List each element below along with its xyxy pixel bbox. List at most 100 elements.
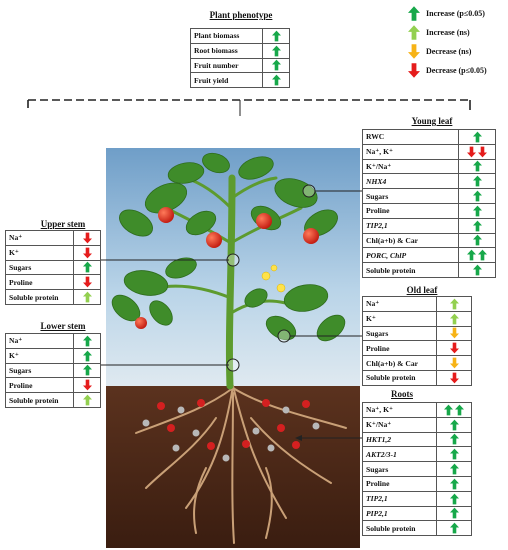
table-row: K⁺ — [5, 244, 101, 261]
arrow-up-icon — [449, 522, 459, 534]
arrow-up-icon — [449, 298, 459, 310]
table-row: Sugars — [362, 461, 472, 477]
arrow-down-icon — [478, 146, 487, 158]
row-arrows — [73, 289, 101, 305]
row-label: Soluble protein — [362, 520, 437, 537]
legend-label: Increase (ns) — [426, 28, 470, 37]
row-label: Proline — [5, 377, 74, 394]
lower-stem-title: Lower stem — [40, 321, 86, 331]
row-label: Proline — [5, 274, 74, 291]
table-row: Soluble protein — [362, 262, 496, 278]
legend: Increase (p≤0.05) Increase (ns) Decrease (… — [408, 4, 508, 80]
table-row: Fruit yield — [190, 72, 290, 89]
row-arrows — [436, 402, 472, 418]
row-label: Na⁺, K⁺ — [362, 143, 459, 160]
table-row: K⁺ — [362, 310, 472, 327]
row-label: Sugars — [362, 325, 437, 342]
arrow-down-icon — [449, 357, 459, 369]
row-arrows — [436, 520, 472, 537]
row-label: K⁺ — [5, 347, 74, 364]
table-row: Na⁺ — [362, 296, 472, 312]
arrow-up-icon — [82, 350, 92, 362]
arrow-up-icon — [472, 175, 482, 187]
arrow-up-icon — [472, 131, 482, 143]
row-arrows — [73, 259, 101, 276]
row-arrows — [73, 392, 101, 408]
table-row: NHX4 — [362, 173, 496, 190]
legend-item: Increase (ns) — [408, 23, 508, 42]
arrow-up-icon — [472, 264, 482, 276]
row-label: Proline — [362, 340, 437, 357]
table-row: Chl(a+b) & Car — [362, 232, 496, 249]
row-label: Soluble protein — [5, 289, 74, 305]
arrow-up-icon — [449, 434, 459, 445]
plant-phenotype-title: Plant phenotype — [209, 10, 273, 20]
table-row: Sugars — [5, 362, 101, 379]
arrow-up-icon — [408, 25, 420, 40]
arrow-up-icon — [444, 404, 453, 416]
arrow-up-icon — [472, 235, 482, 246]
row-arrows — [458, 232, 496, 249]
arrow-up-icon — [455, 404, 464, 416]
row-arrows — [458, 202, 496, 219]
table-row: PIP2,1 — [362, 505, 472, 522]
table-row: AKT2/3-1 — [362, 446, 472, 463]
upper-stem-title: Upper stem — [40, 219, 86, 229]
arrow-down-icon — [408, 63, 420, 78]
row-arrows — [262, 57, 290, 74]
table-row: Na⁺, K⁺ — [362, 402, 472, 418]
row-label: Na⁺ — [5, 230, 74, 246]
row-arrows — [262, 28, 290, 44]
row-arrows — [73, 377, 101, 394]
arrow-down-icon — [449, 342, 459, 354]
row-label: Sugars — [5, 259, 74, 276]
arrow-down-icon — [408, 44, 420, 59]
arrow-up-icon — [82, 291, 92, 303]
row-label: PIP2,1 — [362, 505, 437, 522]
row-label: Na⁺ — [5, 333, 74, 349]
legend-item: Decrease (ns) — [408, 42, 508, 61]
row-arrows — [458, 129, 496, 145]
arrow-up-icon — [449, 493, 459, 505]
arrow-down-icon — [82, 379, 92, 391]
arrow-up-icon — [82, 262, 92, 273]
arrow-down-icon — [467, 146, 476, 158]
row-arrows — [436, 461, 472, 477]
row-label: K⁺/Na⁺ — [362, 416, 437, 433]
row-arrows — [436, 446, 472, 463]
table-row: Sugars — [362, 188, 496, 204]
row-label: Root biomass — [190, 42, 263, 59]
row-label: Fruit yield — [190, 72, 263, 89]
row-arrows — [436, 355, 472, 371]
row-label: Soluble protein — [5, 392, 74, 408]
arrow-up-icon — [82, 365, 92, 376]
arrow-up-icon — [449, 419, 459, 431]
table-row: Proline — [5, 274, 101, 291]
table-row: K⁺/Na⁺ — [362, 416, 472, 433]
table-row: RWC — [362, 129, 496, 145]
row-arrows — [73, 244, 101, 261]
row-arrows — [436, 475, 472, 492]
arrow-up-icon — [271, 45, 281, 57]
row-label: K⁺/Na⁺ — [362, 158, 459, 175]
row-label: Na⁺ — [362, 296, 437, 312]
row-label: NHX4 — [362, 173, 459, 190]
table-row: Root biomass — [190, 42, 290, 59]
table-row: Chl(a+b) & Car — [362, 355, 472, 371]
table-row: HKT1,2 — [362, 431, 472, 448]
row-arrows — [458, 143, 496, 160]
row-arrows — [436, 416, 472, 433]
row-arrows — [458, 173, 496, 190]
table-row: K⁺ — [5, 347, 101, 364]
arrow-up-icon — [449, 508, 459, 519]
row-label: Sugars — [362, 188, 459, 204]
row-label: Soluble protein — [362, 262, 459, 278]
arrow-down-icon — [82, 276, 92, 288]
legend-label: Increase (p≤0.05) — [426, 9, 485, 18]
arrow-up-icon — [408, 6, 420, 21]
